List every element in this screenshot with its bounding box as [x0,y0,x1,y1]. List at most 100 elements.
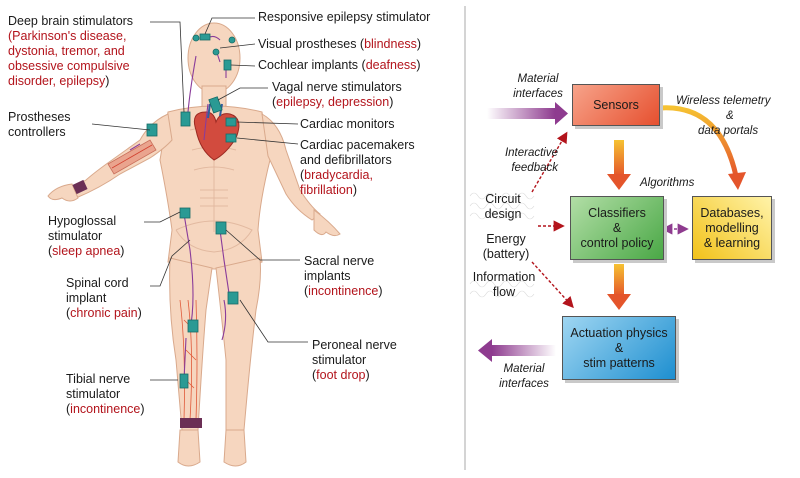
hypoglossal-line-1: Hypoglossal [48,214,117,228]
material-in-line-2: interfaces [513,88,563,100]
spinal-device [187,319,199,333]
feedback-dashed-arrows [531,131,574,309]
sacral-cond: incontinence [308,284,379,298]
deep-brain-title: Deep brain stimulators [8,14,134,28]
classifiers-to-actuation-arrow [607,264,631,310]
actuation-label-3: stim patterns [583,355,655,370]
leg-band [180,418,202,428]
databases-label-3: & learning [703,235,761,250]
prostheses-label: Prostheses controllers [8,110,71,140]
pacemakers-cond-1: bradycardia, [304,168,373,182]
hypoglossal-open: ( [48,244,53,258]
spinal-label: Spinal cord implant (chronic pain) [66,276,142,321]
sacral-close: ) [378,284,383,298]
sacral-device [215,221,227,235]
hypoglossal-close: ) [120,244,125,258]
deep-brain-label: Deep brain stimulators (Parkinson's dise… [8,14,133,89]
material-out-label: Material interfaces [494,362,554,392]
prostheses-line-1: Prostheses [8,110,71,124]
right-arm [261,113,321,221]
sensors-node: Sensors [572,84,660,126]
classifiers-label-3: control policy [580,235,654,250]
hypoglossal-line-2: stimulator [48,229,103,243]
pacemaker-device [225,133,237,143]
actuation-node: Actuation physics & stim patterns [562,316,676,380]
sensors-to-classifiers-arrow [607,140,631,190]
cochlear-label: Cochlear implants (deafness) [258,58,421,73]
material-in-label: Material interfaces [508,72,568,102]
material-interfaces-in-arrow [487,102,568,125]
vagal-cond: epilepsy, depression [276,95,390,109]
cardiac-monitor-device [225,117,237,127]
hypoglossal-cond: sleep apnea [52,244,121,258]
implant-devices [146,33,239,389]
peroneal-device [227,291,239,305]
peroneal-cond: foot drop [316,368,366,382]
right-hand [313,208,341,237]
information-flow-label: Information flow [470,270,538,300]
spinal-line-2: implant [66,291,107,305]
information-line-2: flow [492,285,516,299]
tibial-close: ) [140,402,145,416]
peroneal-line-1: Peroneal nerve [312,338,397,352]
right-leg [215,257,261,431]
responsive-device [199,33,211,41]
classifiers-node: Classifiers & control policy [570,196,664,260]
pacemakers-cond-2: fibrillation [300,183,353,197]
tibial-device [179,373,189,389]
cochlear-device [223,59,232,71]
deep-brain-cond-3: obsessive compulsive [8,59,130,73]
spinal-line-1: Spinal cord [66,276,129,290]
spinal-cond: chronic pain [70,306,138,320]
sensors-label: Sensors [593,97,639,112]
material-in-line-1: Material [517,73,559,85]
interactive-feedback-label: Interactive feedback [498,146,558,176]
deep-brain-device [180,111,191,127]
actuation-label-1: Actuation physics [570,325,668,340]
spinal-open: ( [66,306,71,320]
energy-line-1: Energy [486,232,526,246]
visual-close: ) [416,37,422,51]
databases-label-2: modelling [705,220,759,235]
cochlear-title: Cochlear implants ( [258,58,366,72]
sacral-label: Sacral nerve implants (incontinence) [304,254,383,299]
material-interfaces-out-arrow [478,339,556,362]
deep-brain-cond-4: disorder, epilepsy [8,74,106,88]
peroneal-label: Peroneal nerve stimulator (foot drop) [312,338,397,383]
cochlear-close: ) [416,58,421,72]
visual-label: Visual prostheses (blindness) [258,37,421,52]
circuit-design-label: Circuit design [478,192,528,222]
circuit-line-2: design [484,207,522,221]
pacemakers-line-1: Cardiac pacemakers [300,138,415,152]
information-line-1: Information [472,270,536,284]
vagal-open: ( [272,95,277,109]
pacemakers-close: ) [352,183,357,197]
visual-title: Visual prostheses ( [258,37,365,51]
tibial-open: ( [66,402,71,416]
left-foot [177,429,201,467]
vagal-title: Vagal nerve stimulators [272,80,402,94]
wireless-line-2: & [726,110,734,122]
tibial-line-2: stimulator [66,387,121,401]
interactive-line-1: Interactive [504,147,558,159]
material-out-line-1: Material [503,363,545,375]
leader-lines [91,17,308,381]
responsive-label: Responsive epilepsy stimulator [258,10,431,24]
wireless-telemetry-arrow [659,105,746,190]
prosthesis-arm [72,139,157,195]
algorithms-label: Algorithms [640,177,695,189]
sacral-open: ( [304,284,309,298]
sacral-line-2: implants [304,269,351,283]
vagal-label: Vagal nerve stimulators (epilepsy, depre… [272,80,402,110]
actuation-label-2: & [614,340,624,355]
wireless-line-1: Wireless telemetry [676,95,771,107]
tibial-line-1: Tibial nerve [66,372,131,386]
tibial-cond: incontinence [70,402,141,416]
databases-node: Databases, modelling & learning [692,196,772,260]
interactive-line-2: feedback [511,162,558,174]
peroneal-close: ) [365,368,370,382]
tibial-label: Tibial nerve stimulator (incontinence) [66,372,145,417]
deep-brain-cond-2: dystonia, tremor, and [8,44,125,58]
vagal-close: ) [389,95,394,109]
